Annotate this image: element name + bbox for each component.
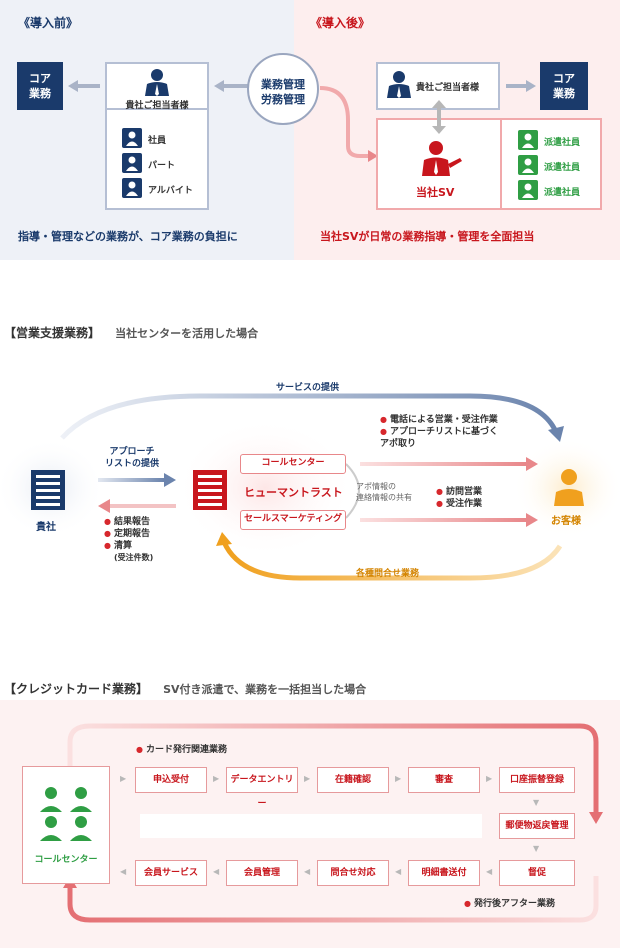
before-caption: 指導・管理などの業務が、コア業務の負担に	[18, 230, 238, 243]
step-box: 口座振替登録	[499, 767, 575, 793]
step-arrow-icon: ▶	[213, 774, 220, 783]
approach-label: アプローチ リストの提供	[104, 447, 159, 469]
step-box: データエントリー	[226, 767, 298, 809]
divider	[500, 120, 502, 208]
issue-label-text: カード発行関連業務	[136, 745, 227, 755]
staff-icon	[122, 128, 142, 148]
service-label: サービスの提供	[276, 383, 340, 393]
arrow-left-icon	[68, 80, 100, 92]
double-arrow-icon	[432, 100, 446, 134]
step-arrow-down-icon: ▼	[533, 844, 540, 853]
staff-label: パート	[148, 161, 176, 171]
sv-label: 当社SV	[416, 186, 455, 199]
manager-icon	[145, 69, 169, 96]
blank-band	[140, 814, 482, 838]
issue-label: カード発行関連業務	[136, 744, 227, 756]
step-box: 問合せ対応	[317, 860, 389, 886]
note-item: 電話による営業・受注作業	[380, 414, 498, 426]
inquiry-label: 各種問合せ業務	[356, 569, 420, 579]
step-box: 明細書送付	[408, 860, 480, 886]
step-arrow-icon: ▶	[486, 774, 493, 783]
note-item: 受注作業	[436, 498, 482, 510]
note-item: 結果報告	[104, 516, 153, 528]
step-box: 申込受付	[135, 767, 207, 793]
after-title: 《導入後》	[310, 16, 371, 30]
curved-arrow-icon	[319, 86, 378, 162]
step-arrow-icon: ▶	[395, 774, 402, 783]
staff-icon	[122, 178, 142, 198]
step-arrow-left-icon: ◀	[304, 867, 311, 876]
company-label: 貴社	[36, 522, 56, 533]
dispatch-staff-icon	[518, 180, 538, 200]
management-circle: 業務管理 労務管理	[247, 53, 319, 125]
arrow-right-icon	[506, 80, 536, 92]
step-arrow-down-icon: ▼	[533, 798, 540, 807]
dispatch-staff-label: 派遣社員	[544, 163, 581, 173]
step-arrow-left-icon: ◀	[395, 867, 402, 876]
step-box: 審査	[408, 767, 480, 793]
dispatch-staff-label: 派遣社員	[544, 138, 581, 148]
center-building-icon	[193, 470, 227, 510]
note-item: アプローチリストに基づく アポ取り	[380, 426, 498, 450]
after-core-box: コア 業務	[540, 62, 588, 110]
note-item: 定期報告	[104, 528, 153, 540]
credit-title: 【クレジットカード業務】	[4, 682, 149, 696]
step-box: 郵便物返戻管理	[499, 813, 575, 839]
sales-flow-lines	[0, 393, 620, 581]
sales-marketing-pill: セールスマーケティング	[240, 510, 346, 530]
note-item: 訪問営業	[436, 486, 482, 498]
step-box: 在籍確認	[317, 767, 389, 793]
step-box: 会員サービス	[135, 860, 207, 886]
sales-title: 【営業支援業務】	[4, 326, 101, 340]
dispatch-staff-label: 派遣社員	[544, 188, 581, 198]
note-sub: (受注件数)	[114, 553, 154, 562]
before-core-box: コア 業務	[17, 62, 63, 110]
before-manager-label: 貴社ご担当者様	[125, 101, 189, 111]
step-arrow-left-icon: ◀	[486, 867, 493, 876]
sv-icon	[422, 141, 462, 176]
staff-label: 社員	[148, 136, 167, 146]
step-arrow-icon: ▶	[304, 774, 311, 783]
company-building-icon	[31, 470, 65, 510]
before-title: 《導入前》	[18, 16, 79, 30]
sales-subtitle: 当社センターを活用した場合	[115, 327, 259, 340]
step-arrow-icon: ▶	[120, 774, 127, 783]
after-label-text: 発行後アフター業務	[464, 899, 555, 909]
after-manager-label: 貴社ご担当者様	[416, 83, 480, 93]
customer-icon	[554, 469, 584, 506]
after-label: 発行後アフター業務	[464, 898, 555, 910]
step-arrow-left-icon: ◀	[120, 867, 127, 876]
call-center-pill: コールセンター	[240, 454, 346, 474]
credit-section-header: 【クレジットカード業務】 SV付き派遣で、業務を一括担当した場合	[4, 678, 366, 697]
dispatch-staff-icon	[518, 155, 538, 175]
after-sv-box	[376, 118, 602, 210]
step-arrow-left-icon: ◀	[213, 867, 220, 876]
notes-left: 結果報告 定期報告 清算 (受注件数)	[104, 516, 153, 564]
after-caption: 当社SVが日常の業務指導・管理を全面担当	[320, 230, 535, 243]
call-center-box	[22, 766, 110, 884]
share-label: アポ情報の 連絡情報の共有	[356, 482, 412, 502]
manager-icon	[387, 71, 411, 98]
notes-mid: 訪問営業 受注作業	[436, 486, 482, 510]
call-center-label: コールセンター	[34, 855, 98, 865]
customer-label: お客様	[551, 516, 581, 527]
arrow-left-icon	[214, 80, 250, 92]
notes-top: 電話による営業・受注作業 アプローチリストに基づく アポ取り	[380, 414, 498, 450]
step-box: 会員管理	[226, 860, 298, 886]
divider	[107, 108, 207, 110]
sales-section-header: 【営業支援業務】 当社センターを活用した場合	[4, 322, 258, 341]
dispatch-staff-icon	[518, 130, 538, 150]
note-item: 清算	[104, 540, 153, 552]
staff-label: アルバイト	[148, 186, 193, 196]
credit-subtitle: SV付き派遣で、業務を一括担当した場合	[163, 683, 367, 696]
staff-icon	[122, 153, 142, 173]
operators-icon	[40, 787, 92, 841]
center-name: ヒューマントラスト	[244, 486, 343, 499]
step-box: 督促	[499, 860, 575, 886]
